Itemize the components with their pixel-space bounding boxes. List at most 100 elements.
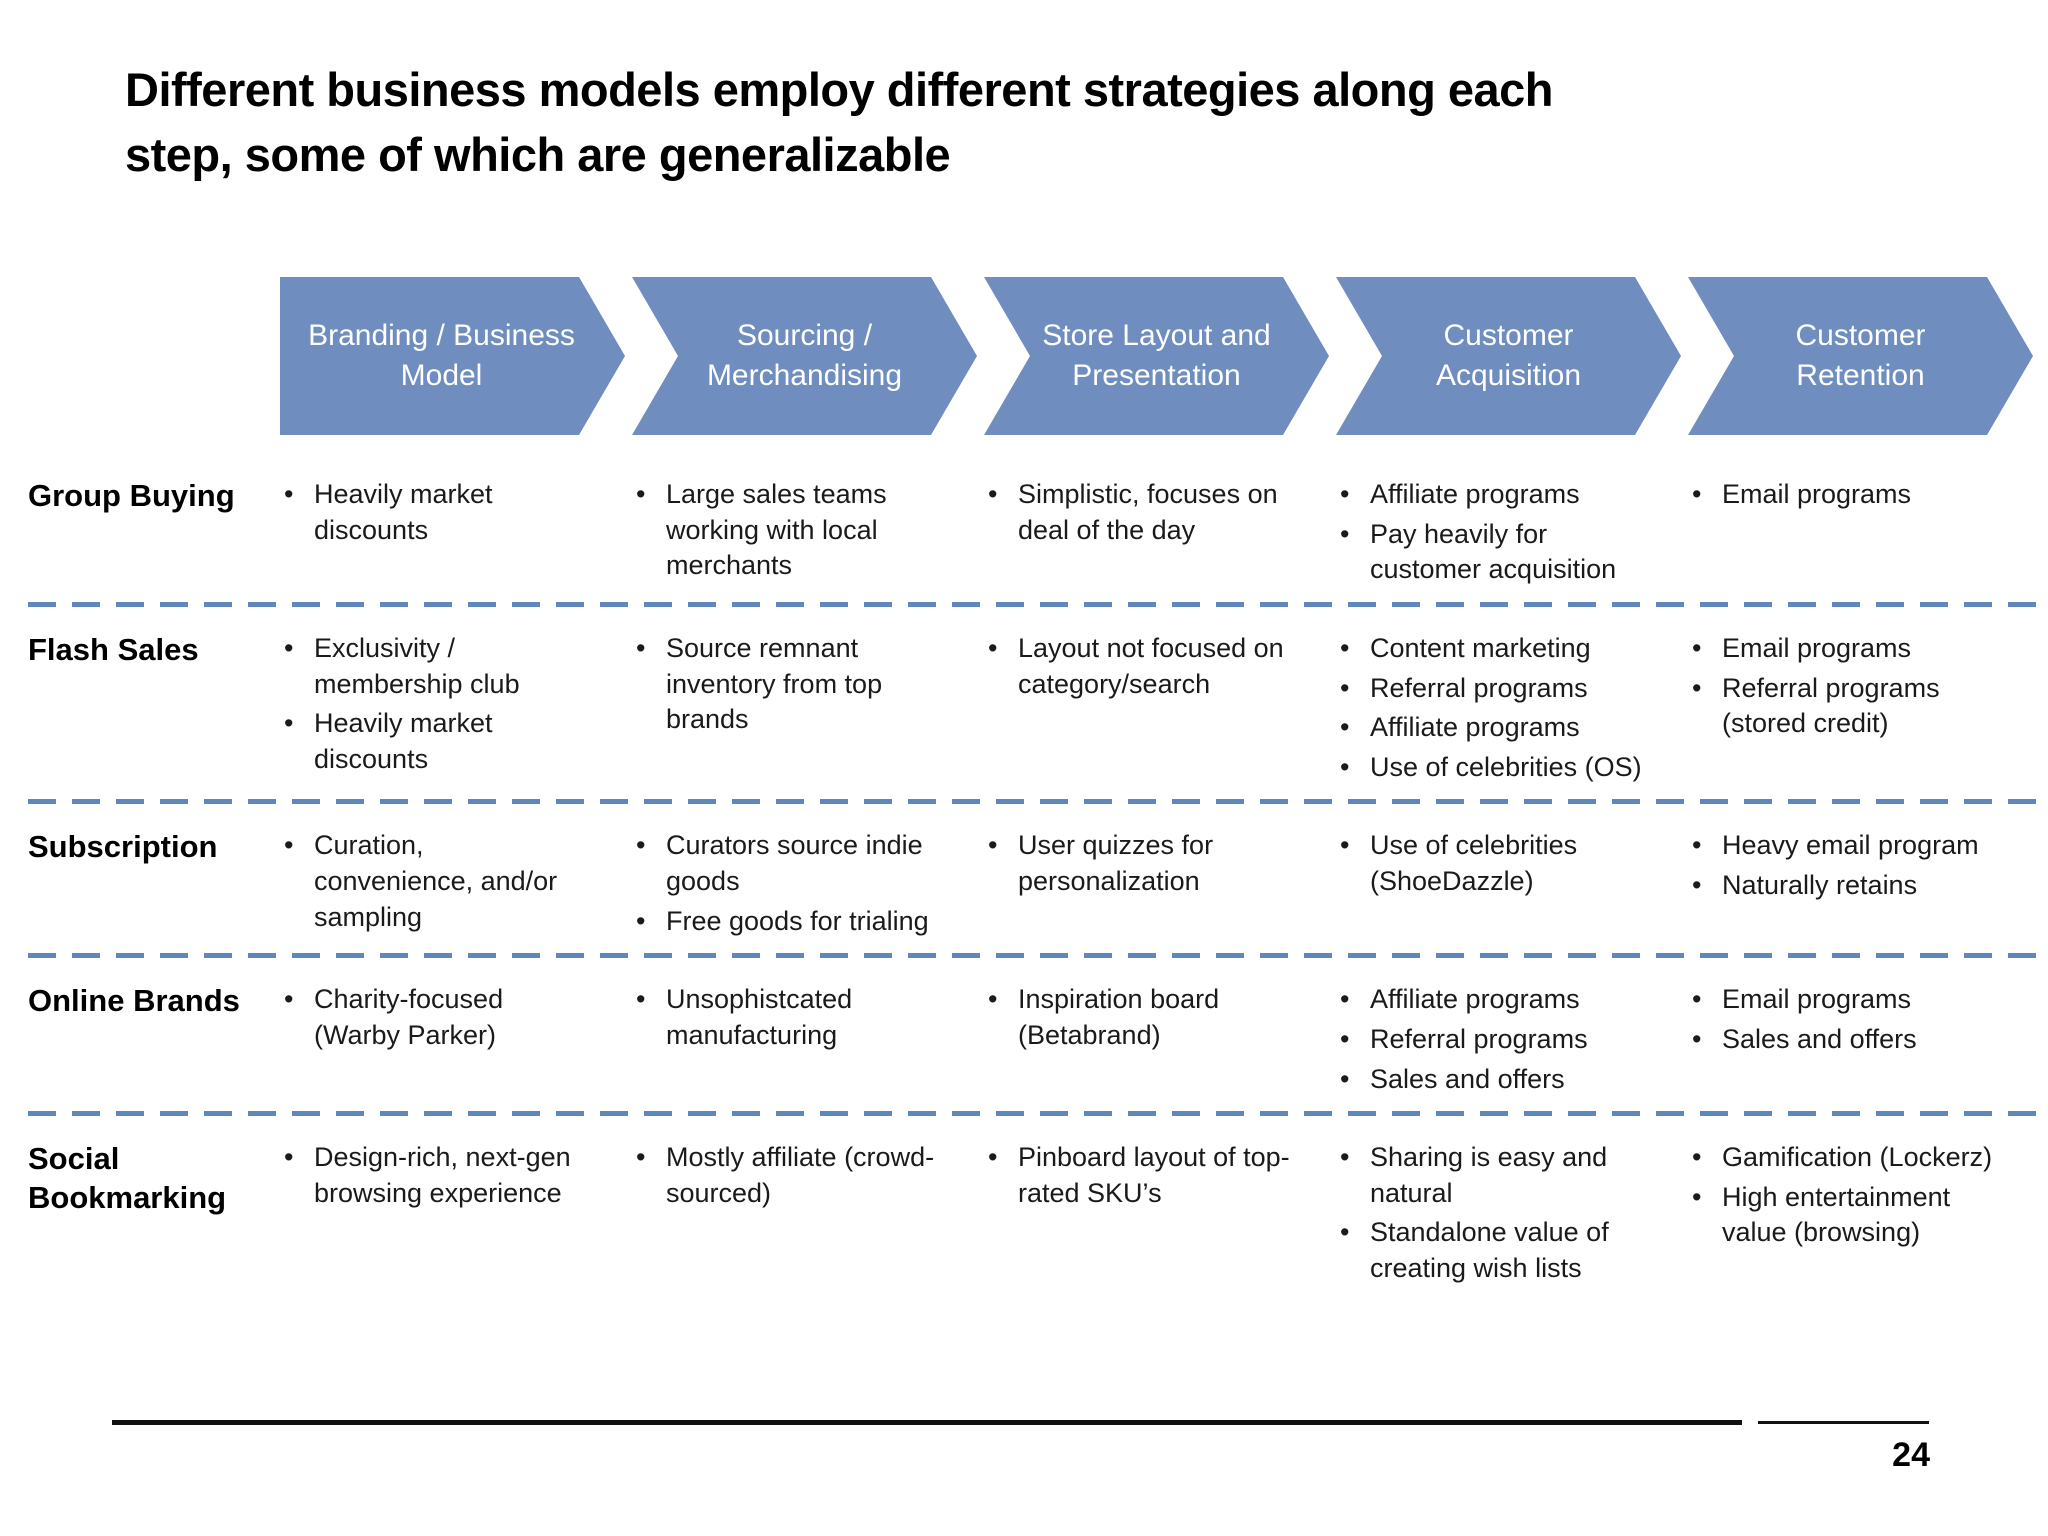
bullet-item: •Heavily market discounts bbox=[280, 706, 586, 777]
bullet-marker: • bbox=[1340, 1217, 1350, 1248]
bullet-marker: • bbox=[1340, 479, 1350, 509]
bullet-marker: • bbox=[1340, 1142, 1350, 1173]
slide-title-line-1: Different business models employ differe… bbox=[125, 63, 1553, 116]
bullet-item: • Large sales teams working with local me… bbox=[632, 477, 938, 584]
bullet-item: •Use of celebrities (ShoeDazzle) bbox=[1336, 828, 1642, 899]
bullet-marker: • bbox=[1340, 672, 1350, 703]
bullet-item: •Curation, convenience, and/or sampling bbox=[280, 828, 586, 935]
bullet-item: • Affiliate programs bbox=[1336, 710, 1642, 746]
bullet-item: •User quizzes for personalization bbox=[984, 828, 1290, 899]
row-separator bbox=[28, 953, 2042, 959]
bullet-item: •Email programs bbox=[1688, 631, 1994, 667]
bullet-item: •Email programs bbox=[1688, 982, 1994, 1018]
bullet-marker: • bbox=[636, 905, 646, 936]
row-separator bbox=[28, 799, 2042, 805]
bullet-item: •Mostly affiliate (crowd-sourced) bbox=[632, 1140, 938, 1211]
process-step-arrow: Customer Acquisition bbox=[1336, 277, 1681, 435]
bullet-item: • Source remnant inventory from top brand… bbox=[632, 631, 938, 738]
strategy-cell: • Sharing is easy and natural • Standalone … bbox=[1336, 1140, 1688, 1291]
bullet-text: Layout not focused on category/search bbox=[1018, 632, 1284, 699]
bullet-text: Standalone value of creating wish lists bbox=[1370, 1217, 1609, 1283]
bullet-marker: • bbox=[1340, 1023, 1350, 1054]
bullet-text: User quizzes for personalization bbox=[1018, 830, 1214, 896]
strategy-cell: • Simplistic, focuses on deal of the day bbox=[984, 477, 1336, 592]
strategy-cell: •Gamification (Lockerz)•High entertainme… bbox=[1688, 1140, 2040, 1291]
bullet-marker: • bbox=[988, 1142, 998, 1173]
strategy-cell: •Email programs • Referral programs (store… bbox=[1688, 631, 2040, 790]
bullet-marker: • bbox=[1692, 479, 1702, 509]
bullet-item: •Naturally retains bbox=[1688, 868, 1994, 904]
bullet-item: •Exclusivity / membership club bbox=[280, 631, 586, 702]
bullet-item: •Content marketing bbox=[1336, 631, 1642, 667]
bullet-item: •Heavy email program bbox=[1688, 828, 1994, 864]
strategy-cell: •Affiliate programs•Referral programs•Sa… bbox=[1336, 982, 1688, 1101]
bullet-marker: • bbox=[636, 479, 646, 509]
bullet-text: Design-rich, next-gen browsing experienc… bbox=[314, 1142, 571, 1208]
table-body: Group Buying•Heavily market discounts•La… bbox=[28, 463, 2042, 1291]
process-step-arrow: Store Layout and Presentation bbox=[984, 277, 1329, 435]
header-spacer-cell bbox=[28, 277, 280, 435]
bullet-text: Charity-focused (Warby Parker) bbox=[314, 984, 504, 1050]
bullet-item: •Design-rich, next-gen browsing experien… bbox=[280, 1140, 586, 1211]
bullet-item: • Referral programs (stored credit) bbox=[1688, 671, 1994, 742]
bullet-marker: • bbox=[1340, 984, 1350, 1015]
bullet-marker: • bbox=[636, 632, 646, 663]
row-label: Online Brands bbox=[28, 983, 240, 1019]
strategy-cell: •Inspiration board (Betabrand) bbox=[984, 982, 1336, 1101]
strategy-cell: •Heavily market discounts bbox=[280, 477, 632, 592]
business-model-row: Online Brands•Charity-focused (Warby Par… bbox=[28, 968, 2042, 1101]
strategy-cell: • Large sales teams working with local me… bbox=[632, 477, 984, 592]
row-label: Subscription bbox=[28, 829, 218, 865]
bullet-item: •Free goods for trialing bbox=[632, 904, 938, 940]
process-step-label: Store Layout and Presentation bbox=[1042, 318, 1271, 392]
row-separator bbox=[28, 601, 2042, 607]
bullet-text: Unsophistcated manufacturing bbox=[666, 984, 853, 1050]
bullet-marker: • bbox=[988, 984, 998, 1015]
strategy-cell: •User quizzes for personalization bbox=[984, 828, 1336, 943]
bullet-marker: • bbox=[1692, 672, 1702, 703]
business-model-row: Subscription •Curation, convenience, and/… bbox=[28, 814, 2042, 943]
strategy-cell: •Exclusivity / membership club•Heavily m… bbox=[280, 631, 632, 790]
slide-title-line-2: step, some of which are generalizable bbox=[125, 127, 951, 181]
strategy-cell: •Use of celebrities (ShoeDazzle) bbox=[1336, 828, 1688, 943]
bullet-text: Exclusivity / membership club bbox=[314, 632, 520, 699]
bullet-text: Mostly affiliate (crowd-sourced) bbox=[666, 1142, 935, 1208]
bullet-text: Sharing is easy and natural bbox=[1370, 1142, 1608, 1208]
bullet-item: • Unsophistcated manufacturing bbox=[632, 982, 938, 1053]
bullet-text: Referral programs bbox=[1370, 1023, 1588, 1054]
bullet-text: Heavy email program bbox=[1722, 830, 1979, 861]
bullet-marker: • bbox=[1340, 518, 1350, 549]
bullet-item: •Email programs bbox=[1688, 477, 1994, 513]
strategy-cell: • Unsophistcated manufacturing bbox=[632, 982, 984, 1101]
process-step-cell: Customer Retention bbox=[1688, 277, 2040, 435]
bullet-item: • Standalone value of creating wish lists bbox=[1336, 1215, 1642, 1286]
bullet-marker: • bbox=[1340, 632, 1350, 663]
bullet-text: Affiliate programs bbox=[1370, 712, 1580, 743]
strategy-cell: •Layout not focused on category/search bbox=[984, 631, 1336, 790]
bullet-text: Large sales teams working with local mer… bbox=[666, 479, 887, 581]
bullet-text: Simplistic, focuses on deal of the day bbox=[1018, 479, 1278, 545]
bullet-text: Referral programs (stored credit) bbox=[1722, 672, 1940, 739]
bullet-text: Gamification (Lockerz) bbox=[1722, 1142, 1993, 1173]
bullet-marker: • bbox=[1340, 1063, 1350, 1094]
bullet-text: Referral programs bbox=[1370, 672, 1588, 703]
bullet-marker: • bbox=[636, 830, 646, 861]
row-separator bbox=[28, 1111, 2042, 1117]
bullet-item: • Simplistic, focuses on deal of the day bbox=[984, 477, 1290, 548]
strategy-cell: •Pinboard layout of top-rated SKU’s bbox=[984, 1140, 1336, 1291]
business-model-row: Flash Sales•Exclusivity / membership clu… bbox=[28, 617, 2042, 790]
process-step-cell: Customer Acquisition bbox=[1336, 277, 1688, 435]
bullet-marker: • bbox=[988, 479, 998, 509]
bullet-text: Source remnant inventory from top brands bbox=[666, 632, 883, 735]
bullet-item: • Affiliate programs bbox=[1336, 477, 1642, 513]
strategy-cell: •Charity-focused (Warby Parker) bbox=[280, 982, 632, 1101]
bullet-text: Affiliate programs bbox=[1370, 479, 1580, 509]
bullet-text: Use of celebrities (ShoeDazzle) bbox=[1370, 830, 1578, 896]
bullet-marker: • bbox=[636, 984, 646, 1015]
strategy-cell: •Curation, convenience, and/or sampling bbox=[280, 828, 632, 943]
row-label: Group Buying bbox=[28, 478, 235, 513]
bullet-text: Naturally retains bbox=[1722, 870, 1918, 900]
bullet-marker: • bbox=[1340, 712, 1350, 743]
